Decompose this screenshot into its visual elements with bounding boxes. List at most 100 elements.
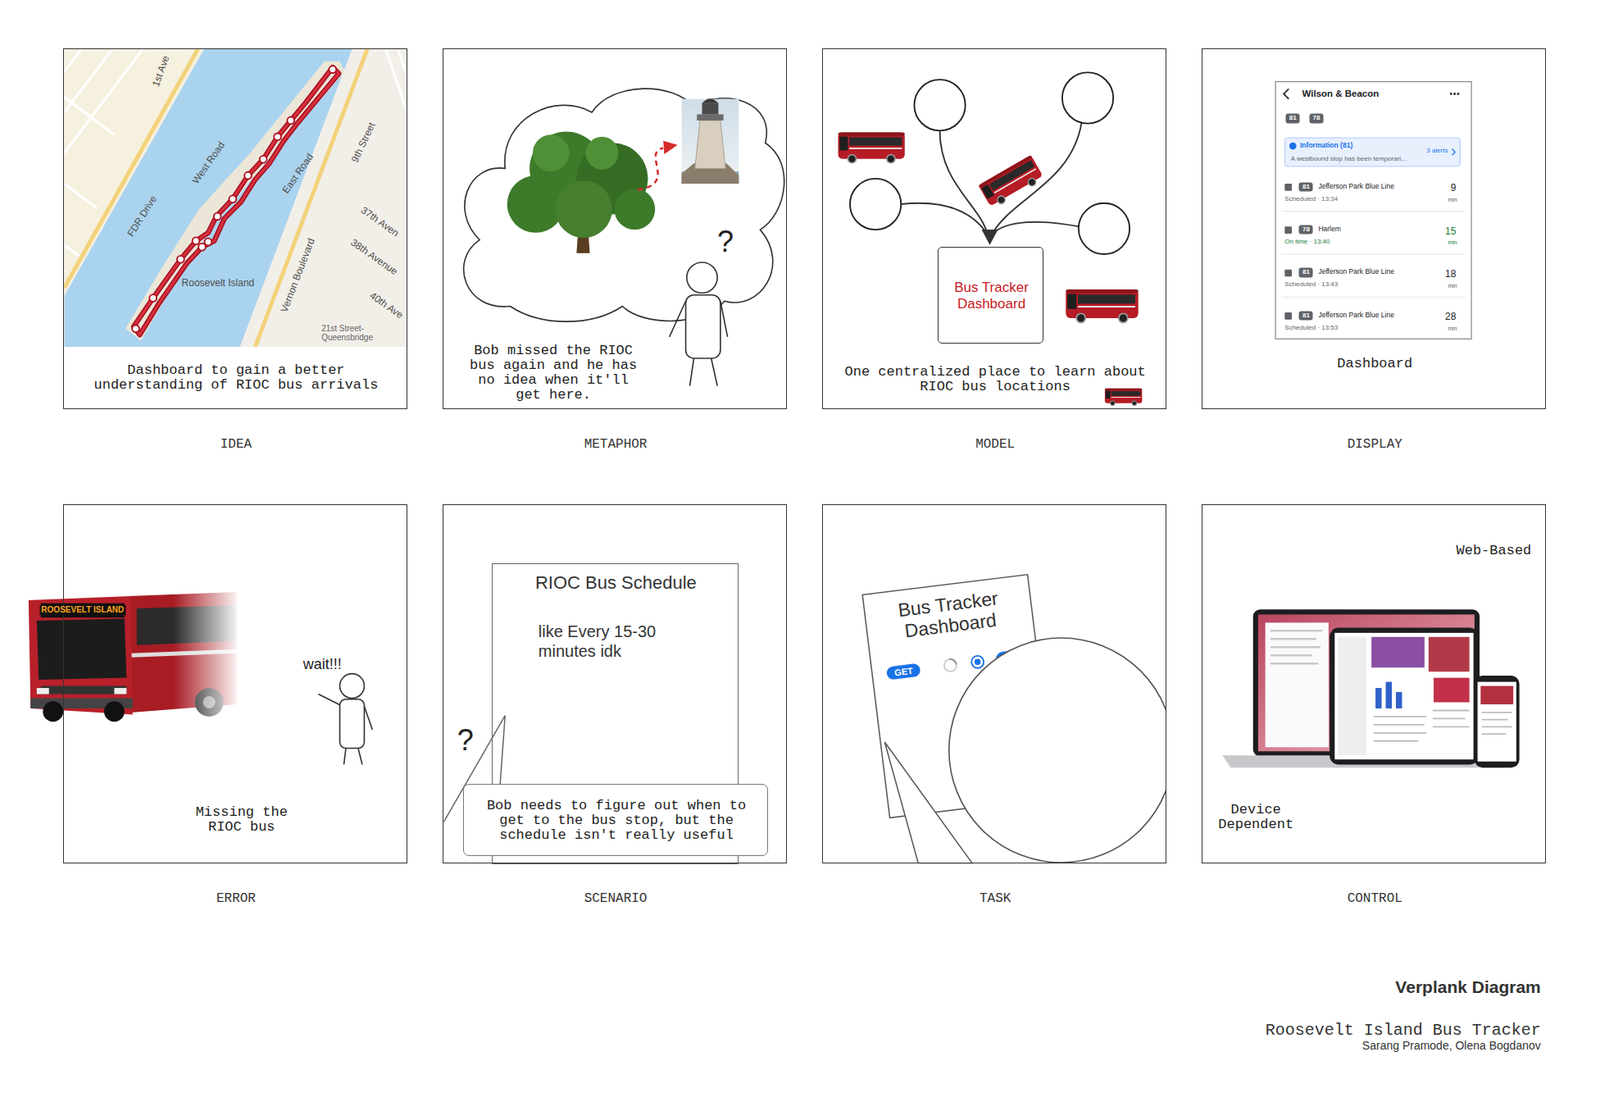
card-title: Bus Tracker Dashboard xyxy=(870,584,1029,646)
route-map xyxy=(131,65,337,332)
panel-title: DISPLAY xyxy=(1202,436,1547,452)
device-picture xyxy=(1395,691,1402,709)
device-picture xyxy=(1334,632,1473,760)
panel-title: IDEA xyxy=(63,436,409,452)
model-network xyxy=(1104,388,1142,406)
alert-title: Information (81) xyxy=(1300,141,1353,150)
app-card: Bus Tracker DashboardGET xyxy=(863,575,1056,819)
thought-cloud xyxy=(463,88,785,322)
route-name: Jefferson Park Blue Line xyxy=(1318,311,1394,320)
panel-caption: Dashboard xyxy=(1202,356,1547,372)
minutes-unit: min xyxy=(1447,196,1457,204)
app-screenshot xyxy=(1451,149,1455,155)
device-picture xyxy=(1222,609,1519,768)
route-map xyxy=(125,61,346,341)
device-picture xyxy=(1477,681,1517,762)
model-network xyxy=(850,178,901,230)
device-picture xyxy=(1270,630,1323,664)
app-screenshot xyxy=(1284,312,1292,320)
route-chip: 81 xyxy=(1299,268,1314,278)
device-picture xyxy=(1373,709,1470,741)
minutes-unit: min xyxy=(1447,239,1457,246)
panel-caption: Bob missed the RIOC bus again and he has… xyxy=(464,343,641,403)
route-map xyxy=(213,213,222,221)
panel-title: METAPHOR xyxy=(443,436,788,452)
map-label: 9th Street xyxy=(350,121,378,165)
lighthouse-picture xyxy=(681,98,740,184)
arrival-status: On time · 13:40 xyxy=(1284,237,1330,246)
device-picture xyxy=(1265,622,1329,747)
arrival-minutes: 28 xyxy=(1445,311,1456,323)
map-label: East Road xyxy=(280,151,316,196)
panel-title: MODEL xyxy=(822,436,1168,452)
route-chip: 81 xyxy=(1299,181,1314,191)
model-network xyxy=(1065,289,1138,323)
route-chip: 78 xyxy=(1309,113,1323,123)
app-screenshot xyxy=(1281,211,1466,298)
alert-count: 3 alerts xyxy=(1426,147,1448,155)
app-screenshot xyxy=(1453,92,1456,96)
question-mark: ? xyxy=(717,227,734,257)
task-sketch xyxy=(949,637,1167,863)
verplank-panel: Web-BasedDevice DependentCONTROL xyxy=(1201,504,1546,864)
model-network xyxy=(981,229,999,246)
box-label: Bus Tracker Dashboard xyxy=(942,279,1041,313)
minutes-unit: min xyxy=(1447,282,1457,290)
route-map xyxy=(244,172,252,180)
route-map xyxy=(192,236,200,245)
panel-caption: Dashboard to gain a better understanding… xyxy=(80,363,392,393)
route-map xyxy=(259,155,268,164)
sheet-title: RIOC Bus Schedule xyxy=(492,572,740,594)
model-network xyxy=(978,154,1046,210)
device-picture xyxy=(1480,686,1514,705)
illustration xyxy=(28,49,1520,864)
lighthouse-picture xyxy=(701,98,719,104)
verplank-panel: Dashboard to gain a better understanding… xyxy=(63,48,408,410)
device-picture xyxy=(1428,636,1470,672)
panel-caption: One centralized place to learn about RIO… xyxy=(839,364,1151,395)
stick-figure xyxy=(318,673,373,765)
dashed-arrow xyxy=(663,140,678,155)
device-picture xyxy=(1337,636,1367,755)
verplank-panel: SCENARIORIOC Bus Schedulelike Every 15-3… xyxy=(442,504,787,864)
bus-photo xyxy=(36,618,128,680)
route-map xyxy=(177,255,185,264)
map-label: 21st Street- Queensbridge xyxy=(321,322,391,342)
model-network xyxy=(900,122,1082,235)
lighthouse-picture xyxy=(696,113,723,120)
dashed-arrow xyxy=(637,140,678,191)
arrival-minutes: 15 xyxy=(1445,226,1456,238)
bus-photo xyxy=(42,700,64,722)
route-chip: 81 xyxy=(1286,113,1300,123)
app-screenshot xyxy=(1284,137,1460,167)
device-picture xyxy=(1375,687,1382,709)
panel-note: Web-Based xyxy=(1396,543,1532,559)
app-screenshot xyxy=(1289,142,1297,150)
route-chip: 78 xyxy=(1299,225,1314,235)
route-map xyxy=(328,65,337,73)
map-label: Roosevelt Island xyxy=(181,277,255,290)
panel-title: TASK xyxy=(822,890,1168,906)
task-sketch xyxy=(974,658,982,665)
author-names: Sarang Pramode, Olena Bogdanov xyxy=(1362,1038,1541,1052)
speech-text: wait!!! xyxy=(303,655,342,673)
alert-text: A westbound stop has been temporari... xyxy=(1290,155,1407,164)
app-screenshot xyxy=(1456,92,1460,96)
route-map xyxy=(63,49,407,348)
app-screenshot xyxy=(1275,81,1472,340)
route-map xyxy=(149,294,157,302)
app-screenshot xyxy=(1283,88,1289,99)
route-map xyxy=(386,49,408,113)
arrival-minutes: 18 xyxy=(1445,268,1456,281)
map-label: Vernon Boulevard xyxy=(278,236,318,314)
route-map xyxy=(63,49,352,348)
task-sketch xyxy=(862,572,1167,864)
get-button: GET xyxy=(886,662,921,680)
tree-picture xyxy=(554,180,613,238)
tree-picture xyxy=(507,131,656,254)
model-network xyxy=(1062,72,1114,123)
panel-caption: Missing the RIOC bus xyxy=(184,804,299,835)
project-name: Roosevelt Island Bus Tracker xyxy=(1265,1020,1541,1040)
app-screenshot xyxy=(1284,183,1292,191)
